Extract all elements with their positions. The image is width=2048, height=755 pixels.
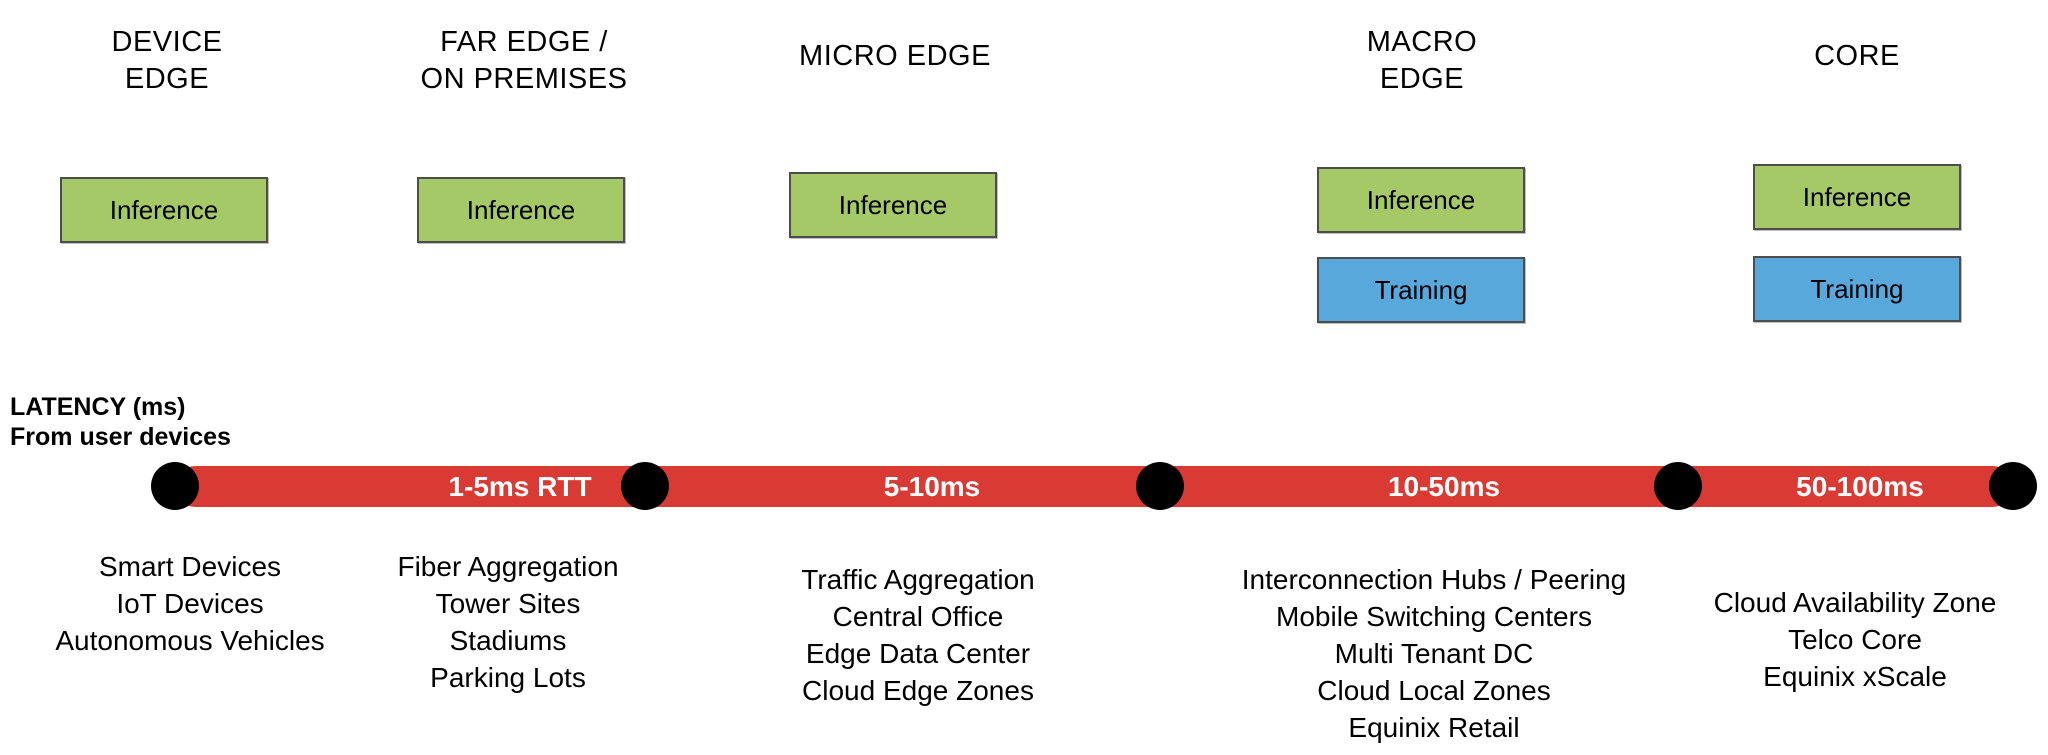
box-label: Training [1810,273,1904,304]
title-line: MICRO EDGE [799,40,991,72]
examples-far-edge: Fiber Aggregation Tower Sites Stadiums P… [397,548,618,696]
example-line: Edge Data Center [805,638,1031,669]
title-line: FAR EDGE / [440,26,608,58]
box-label: Inference [1366,184,1476,215]
training-box-core: Training [1753,256,1961,322]
latency-segment-label-1: 1-5ms RTT [448,471,592,502]
latency-axis-label-line2: From user devices [10,423,231,451]
example-line: Parking Lots [430,662,586,693]
example-line: Cloud Edge Zones [802,675,1034,706]
latency-segment-label-3: 10-50ms [1387,471,1501,502]
title-line: EDGE [124,63,210,95]
examples-device-edge: Smart Devices IoT Devices Autonomous Veh… [55,548,324,659]
inference-box-far-edge: Inference [417,177,625,243]
latency-dot-4 [1654,462,1702,510]
column-title-macro-edge: MACRO EDGE [1367,24,1477,98]
column-title-core: CORE [1814,38,1900,75]
example-line: Traffic Aggregation [801,564,1035,595]
latency-dot-2 [621,462,669,510]
latency-dot-3 [1136,462,1184,510]
inference-box-device-edge: Inference [60,177,268,243]
latency-segment-label-4: 50-100ms [1796,471,1924,502]
example-line: Equinix xScale [1763,661,1947,692]
title-line: EDGE [1379,63,1465,95]
column-title-device-edge: DEVICE EDGE [112,24,223,98]
example-line: Telco Core [1788,624,1922,655]
examples-micro-edge: Traffic Aggregation Central Office Edge … [801,561,1034,709]
title-line: DEVICE [111,26,223,58]
example-line: Equinix Retail [1348,712,1520,743]
example-line: Cloud Local Zones [1317,675,1551,706]
box-label: Inference [466,194,576,225]
example-line: Fiber Aggregation [397,551,619,582]
inference-box-micro-edge: Inference [789,172,997,238]
column-title-far-edge: FAR EDGE / ON PREMISES [421,24,628,98]
example-line: Interconnection Hubs / Peering [1241,564,1627,595]
title-line: CORE [1814,40,1900,72]
latency-segment-label-2: 5-10ms [883,471,981,502]
box-label: Inference [838,189,948,220]
examples-macro-edge: Interconnection Hubs / Peering Mobile Sw… [1242,561,1626,746]
title-line: MACRO [1366,26,1478,58]
box-label: Inference [109,194,219,225]
example-line: IoT Devices [116,588,264,619]
examples-core: Cloud Availability Zone Telco Core Equin… [1714,584,1997,695]
example-line: Multi Tenant DC [1334,638,1534,669]
inference-box-core: Inference [1753,164,1961,230]
column-title-micro-edge: MICRO EDGE [799,38,991,75]
box-label: Inference [1802,181,1912,212]
example-line: Smart Devices [98,551,282,582]
latency-dot-5 [1989,462,2037,510]
training-box-macro-edge: Training [1317,257,1525,323]
example-line: Mobile Switching Centers [1276,601,1592,632]
example-line: Stadiums [449,625,567,656]
title-line: ON PREMISES [420,63,628,95]
latency-dot-1 [151,462,199,510]
example-line: Central Office [832,601,1004,632]
example-line: Cloud Availability Zone [1713,587,1997,618]
example-line: Tower Sites [435,588,581,619]
inference-box-macro-edge: Inference [1317,167,1525,233]
latency-bar [175,466,2013,507]
latency-axis-label: LATENCY (ms) From user devices [10,392,231,452]
latency-axis-label-line1: LATENCY (ms) [10,393,186,421]
box-label: Training [1374,274,1468,305]
example-line: Autonomous Vehicles [55,625,325,656]
